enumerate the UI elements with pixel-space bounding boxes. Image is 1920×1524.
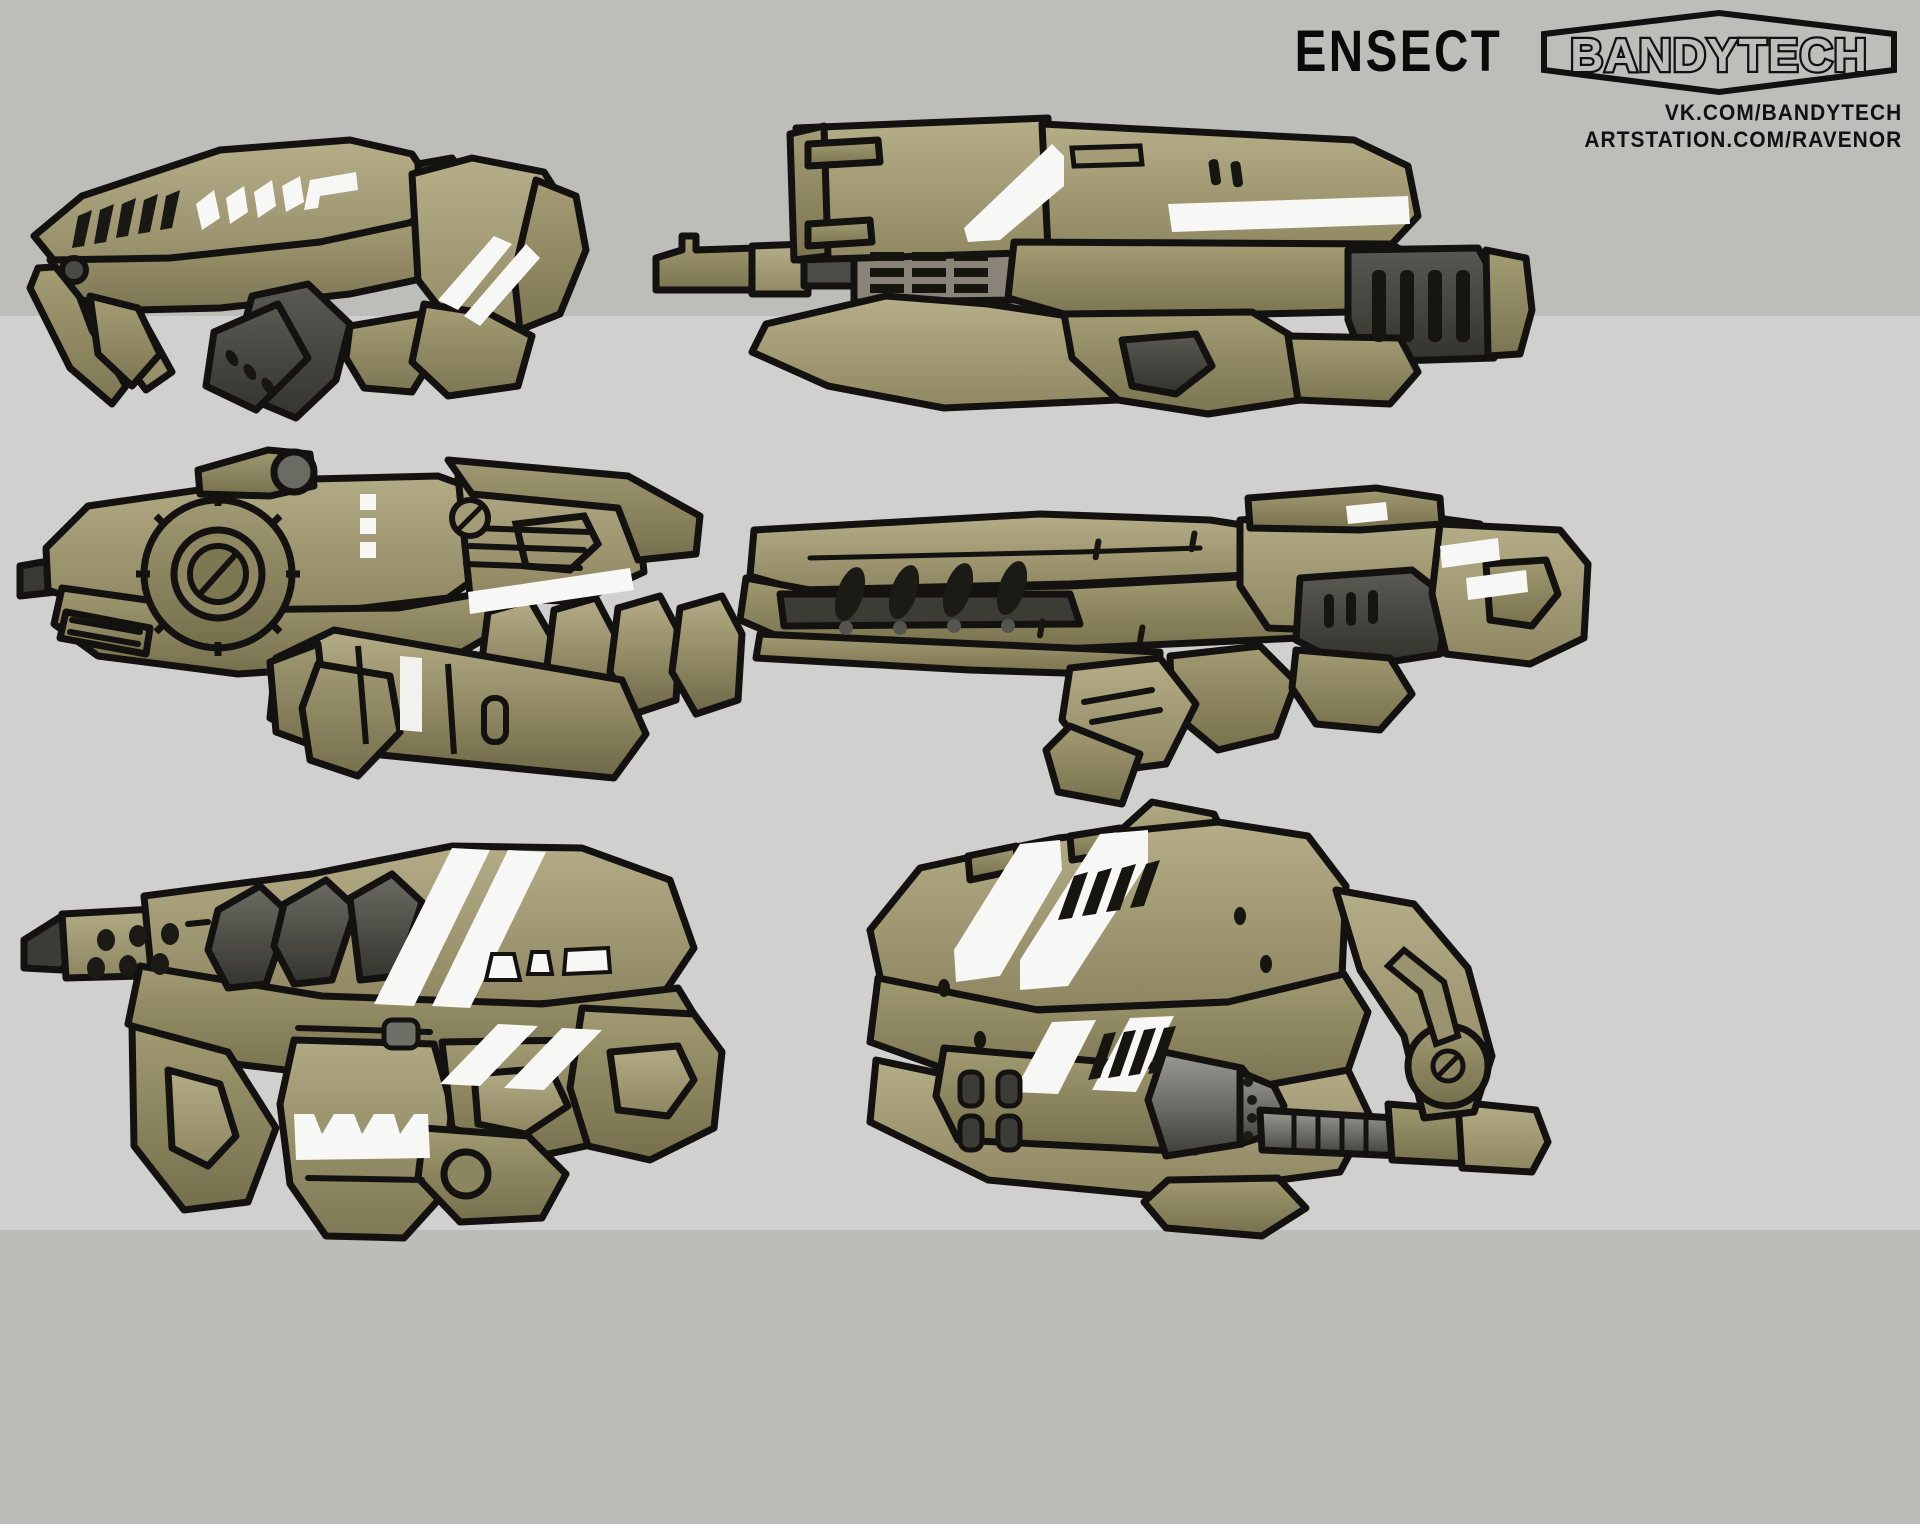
drum-slot — [197, 551, 239, 597]
butt-cap — [1482, 246, 1536, 360]
link-artstation[interactable]: ARTSTATION.COM/RAVENOR — [1584, 126, 1902, 152]
charging-handle — [804, 136, 884, 170]
sheet-title: ENSECT — [1294, 19, 1502, 84]
hull-rivets — [938, 907, 1272, 1049]
muzzle-ring-dots — [1243, 1077, 1257, 1141]
artist-links: VK.COM/BANDYTECH ARTSTATION.COM/RAVENOR — [1281, 100, 1902, 154]
bandytech-logo: BANDYTECH BANDYTECH — [1536, 8, 1902, 96]
magazine — [202, 300, 312, 414]
magazine-well-slots — [1372, 270, 1470, 342]
top-rail-sight — [1244, 484, 1446, 534]
logo-text-outline: BANDYTECH — [1570, 29, 1868, 81]
canister-seams — [355, 645, 509, 755]
hull-vent-slashes — [1058, 860, 1160, 920]
rear-stock-void — [606, 1042, 698, 1120]
rear-lower-block — [1284, 332, 1422, 408]
fore-grip — [298, 660, 404, 780]
screw-slot — [456, 504, 484, 532]
end-cap-screw-slot — [1435, 1053, 1461, 1079]
white-diagonal-stripe — [964, 144, 1064, 242]
weapon-rotary-drum-grenade-launcher — [16, 432, 758, 812]
launch-tube-2 — [270, 876, 360, 988]
barrel-shaft — [1256, 1106, 1408, 1160]
drum-wave-decal — [294, 1114, 430, 1160]
handguard-vents — [870, 252, 988, 293]
pivot-pin — [59, 255, 89, 285]
link-vk[interactable]: VK.COM/BANDYTECH — [1664, 100, 1902, 125]
weapon-bullpup-assault-rifle — [648, 100, 1548, 440]
barrel-cluster-ribs — [957, 1069, 1023, 1153]
launch-tube-1 — [204, 882, 294, 992]
canister-white-band — [400, 656, 422, 732]
rear-white-stripe — [1168, 196, 1410, 232]
barrel-end-block — [1454, 1098, 1552, 1176]
weapon-triple-tube-grenade-launcher — [20, 828, 762, 1258]
weapon-long-barrel-battle-rifle — [736, 468, 1600, 808]
weapon-bullpup-carbine-with-shield — [20, 118, 640, 428]
trigger-guard — [1288, 646, 1416, 734]
logo-frame-icon — [1541, 9, 1897, 96]
grip-arm-inner — [1383, 945, 1462, 1048]
magazine-extension — [1042, 722, 1144, 808]
lower-tail-fin — [1140, 1174, 1310, 1240]
lower-vent-slashes — [1088, 1026, 1176, 1080]
vent-hole-cluster — [87, 923, 179, 979]
tail-pivot — [440, 1148, 492, 1200]
vent-slashes — [72, 190, 180, 248]
white-hazard-decal — [196, 172, 358, 230]
muzzle-brake — [652, 232, 760, 294]
port-rivets — [839, 619, 1015, 635]
drum-knob — [381, 1017, 421, 1051]
ejection-port — [1069, 143, 1145, 169]
white-twin-stripes — [374, 848, 602, 1090]
background-band-bottom — [0, 1230, 1920, 1524]
grip-bands — [1081, 687, 1163, 725]
oval-gas-ports — [834, 561, 1028, 621]
logo-text-fill: BANDYTECH — [1570, 29, 1868, 81]
sheet-header: ENSECT BANDYTECH BANDYTECH VK.COM/BANDYT… — [1249, 8, 1902, 154]
top-panel-ticks — [1208, 159, 1244, 188]
stock-cutout — [164, 1066, 240, 1170]
trigger-guard — [1118, 330, 1216, 398]
shroud-panel-line — [807, 545, 1203, 561]
receiver-slots — [1324, 590, 1378, 628]
surface-ticks — [1037, 530, 1198, 645]
title-row: ENSECT BANDYTECH BANDYTECH — [1249, 8, 1902, 96]
magazine-rivets — [225, 349, 275, 395]
shield-chevron-stripes — [438, 236, 540, 326]
stock-taper — [86, 292, 164, 390]
shell-4 — [668, 592, 746, 718]
cog-teeth — [136, 492, 300, 656]
scope-lens — [270, 448, 318, 496]
white-decal-chips — [360, 494, 634, 614]
trapezoid-markings — [483, 945, 613, 982]
carry-handle — [444, 456, 704, 564]
weapon-heavy-minigun-cannon — [848, 798, 1568, 1260]
trigger-loop — [511, 512, 603, 574]
lower-latch — [804, 216, 876, 250]
cooling-fins — [67, 617, 143, 647]
barrel-grooves — [1291, 1113, 1369, 1155]
white-decals — [1346, 502, 1528, 600]
inner-barrel — [776, 590, 1084, 630]
